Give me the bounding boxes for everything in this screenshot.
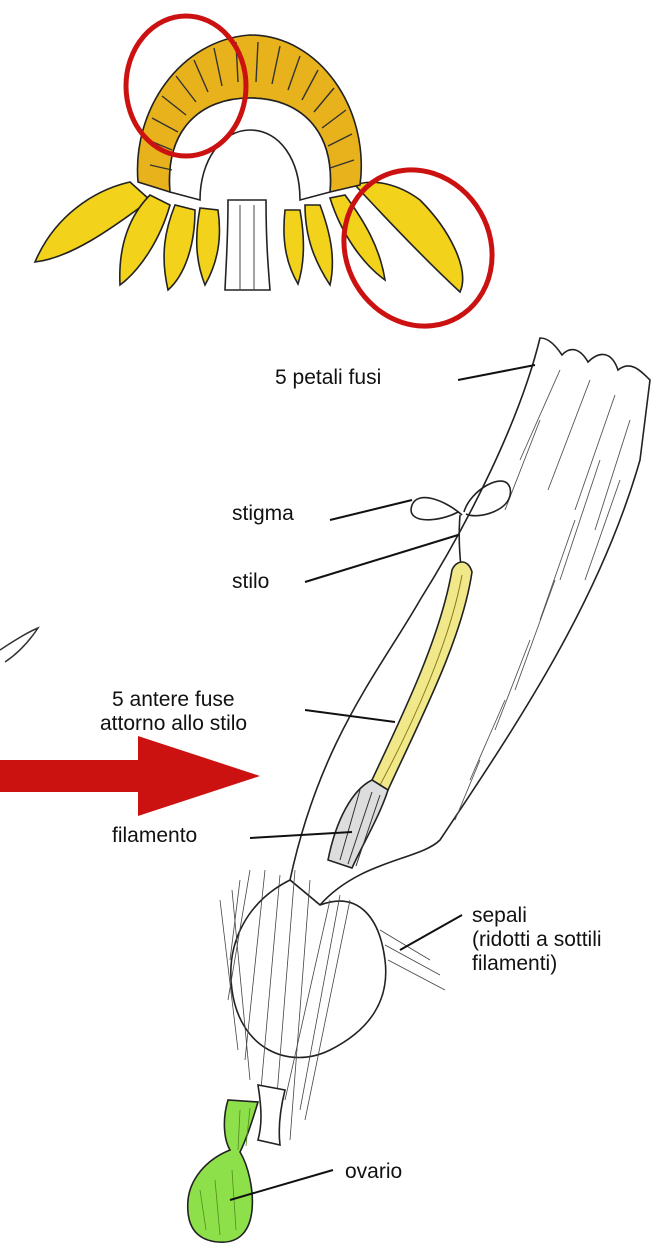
leader-stigma: [330, 500, 412, 520]
disc-floret-detail: [188, 338, 650, 1242]
leader-sepals: [400, 915, 462, 950]
label-sepals-line1: sepali: [472, 904, 527, 928]
ray-floret: [164, 205, 195, 290]
red-arrow: [0, 736, 260, 816]
ovary-neck: [258, 1085, 285, 1145]
label-petals: 5 petali fusi: [275, 366, 381, 390]
label-anthers-line1: 5 antere fuse: [112, 688, 235, 712]
label-sepals-line3: filamenti): [472, 952, 557, 976]
label-filament: filamento: [112, 824, 197, 848]
label-stigma: stigma: [232, 502, 294, 526]
leaf-fragment: [0, 628, 38, 662]
stigma-loop-left: [411, 498, 462, 520]
ray-floret: [284, 210, 304, 284]
leader-petals: [458, 365, 535, 380]
ovary: [188, 1100, 258, 1242]
label-style: stilo: [232, 570, 269, 594]
label-sepals-line2: (ridotti a sottili: [472, 928, 602, 952]
ray-floret: [197, 208, 220, 285]
capitulum-section: [35, 35, 463, 292]
label-ovary: ovario: [345, 1160, 402, 1184]
label-anthers-line2: attorno allo stilo: [100, 712, 247, 736]
peduncle: [225, 200, 270, 290]
ray-floret: [305, 205, 332, 285]
